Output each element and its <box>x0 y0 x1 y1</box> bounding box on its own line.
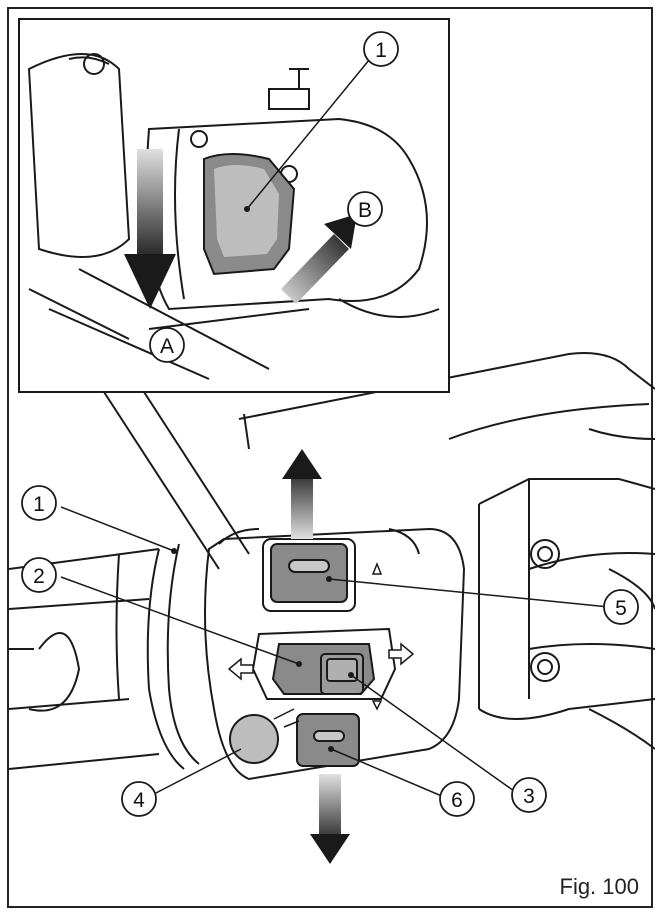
main-illustration <box>9 352 655 781</box>
inset-panel <box>18 18 450 393</box>
callout-5: 5 <box>615 597 627 620</box>
arrow-up-icon <box>282 449 322 539</box>
callout-6: 6 <box>451 789 463 812</box>
figure-label: Fig. 100 <box>559 874 640 899</box>
inset-callout-b: B <box>358 199 372 222</box>
handlebar-switch-diagram: 1 B A 1 2 3 4 5 6 <box>9 18 655 864</box>
arrow-down-icon <box>310 774 350 864</box>
arrow-a-icon <box>124 149 176 309</box>
callout-1: 1 <box>33 493 45 516</box>
callout-4: 4 <box>133 789 145 812</box>
arrow-b-icon <box>281 214 357 304</box>
callout-2: 2 <box>33 565 45 588</box>
inset-callout-a: A <box>160 335 174 358</box>
figure-frame: 1 B A 1 2 3 4 5 6 Fig. 100 <box>7 7 655 908</box>
horn-button <box>229 714 279 764</box>
inset-callout-1: 1 <box>375 39 387 62</box>
callout-3: 3 <box>523 785 535 808</box>
